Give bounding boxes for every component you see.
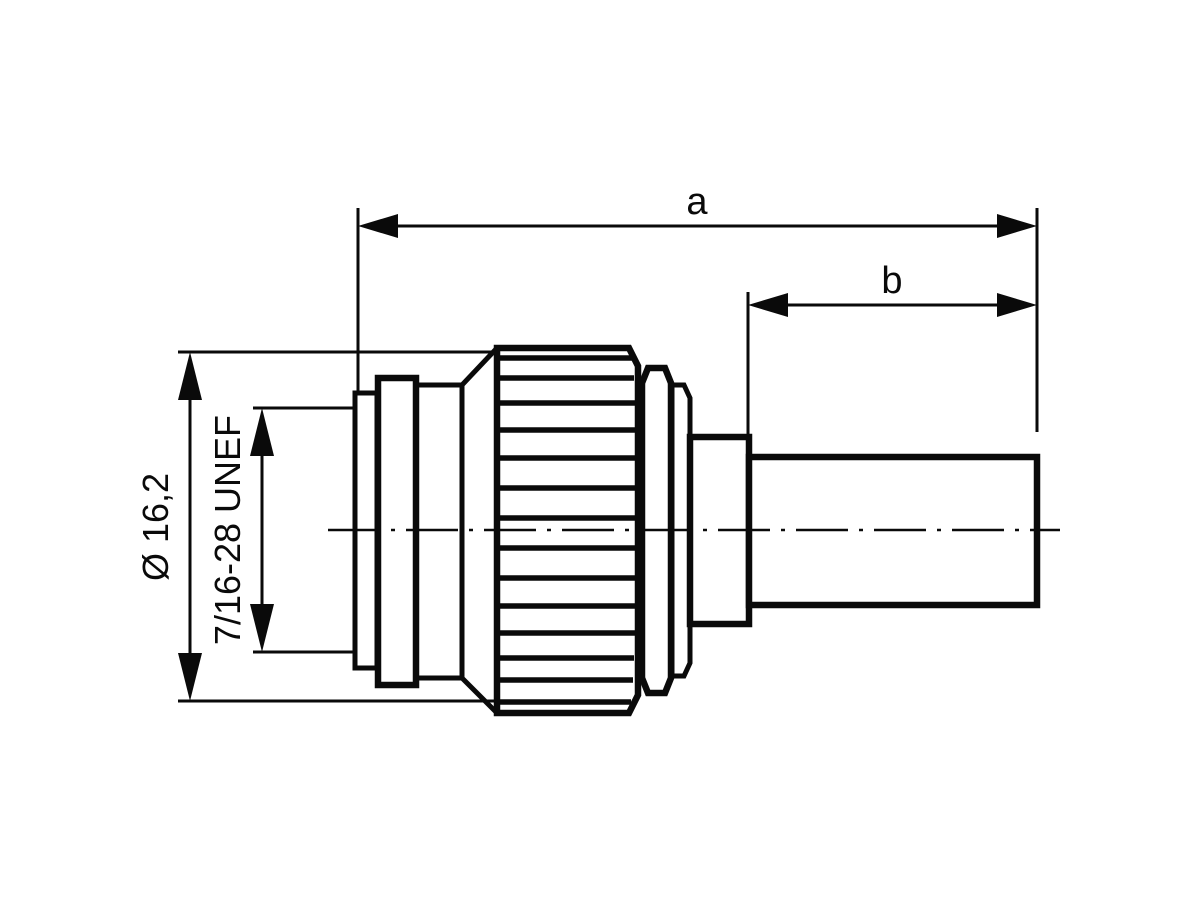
dimension-a: a — [358, 181, 1037, 238]
shoulder-bottom-chamfer — [460, 676, 499, 715]
extension-lines — [178, 208, 1039, 703]
arrow-left-a-icon — [358, 214, 398, 238]
arrow-bottom-diameter-icon — [178, 653, 202, 701]
arrow-right-b-icon — [997, 293, 1037, 317]
dimension-label-a: a — [686, 181, 708, 223]
dimension-diameter: Ø 16,2 — [135, 352, 202, 701]
arrow-top-diameter-icon — [178, 352, 202, 400]
shoulder-top-chamfer — [460, 346, 499, 387]
arrow-right-a-icon — [997, 214, 1037, 238]
connector-shoulder — [416, 346, 499, 715]
dimension-thread: 7/16-28 UNEF — [207, 408, 274, 652]
dimension-label-b: b — [881, 260, 902, 302]
dimension-label-diameter: Ø 16,2 — [135, 473, 176, 581]
knurl-serrations — [500, 355, 636, 705]
arrow-top-thread-icon — [250, 408, 274, 456]
arrow-bottom-thread-icon — [250, 604, 274, 652]
dimension-label-thread: 7/16-28 UNEF — [207, 415, 248, 645]
coupling-flange — [374, 374, 420, 689]
dimension-b: b — [748, 260, 1037, 317]
arrow-left-b-icon — [748, 293, 788, 317]
